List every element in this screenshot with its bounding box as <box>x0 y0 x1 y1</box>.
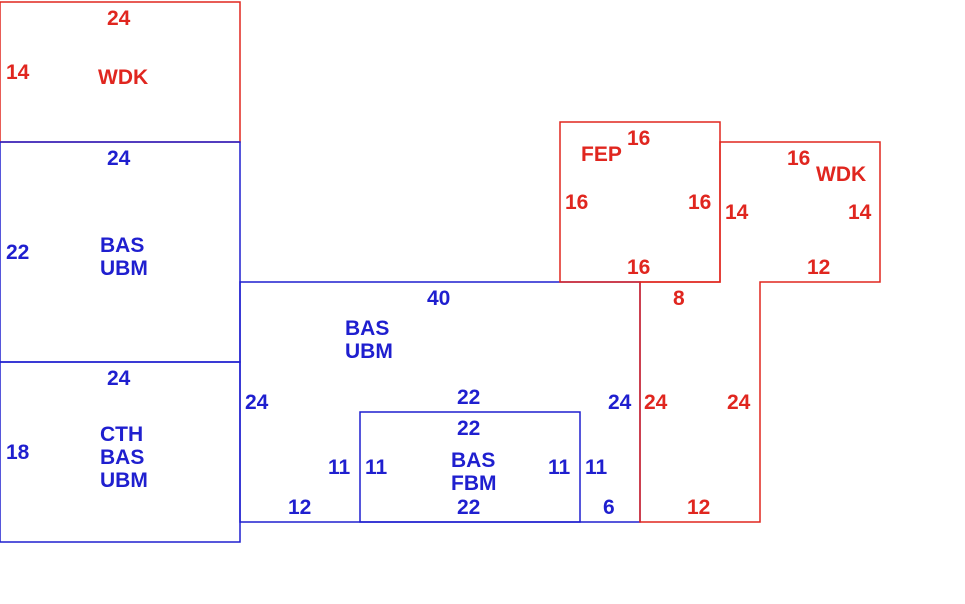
dim-bas-left-top: 24 <box>107 147 131 170</box>
dim-center-top: 40 <box>427 287 450 310</box>
dim-wdk-top-top: 24 <box>107 7 131 30</box>
dim-fbm-right-outer: 11 <box>585 456 608 479</box>
area-label-fep: FEP <box>581 143 622 166</box>
dim-fep-top: 16 <box>627 127 650 150</box>
area-label-bas-ubm-center-2: UBM <box>345 340 393 363</box>
dim-center-right: 24 <box>608 391 632 414</box>
dim-fep-bottom: 16 <box>627 256 650 279</box>
dim-fbm-left-inner: 11 <box>365 456 388 479</box>
bas-fbm-outline <box>359 411 581 523</box>
dim-fep-right: 16 <box>688 191 711 214</box>
dim-fep-left: 16 <box>565 191 588 214</box>
dim-fbm-top-inner: 22 <box>457 417 480 440</box>
dim-center-bottom-left: 12 <box>288 496 311 519</box>
dim-wdk-right-top: 16 <box>787 147 810 170</box>
dim-wdk-top-left: 14 <box>6 61 30 84</box>
area-label-bas-ubm-left-2: UBM <box>100 257 148 280</box>
area-label-bas-fbm-2: FBM <box>451 472 497 495</box>
dim-deck-strip-left: 24 <box>644 391 668 414</box>
dim-center-left: 24 <box>245 391 269 414</box>
dim-wdk-right-right: 14 <box>848 201 872 224</box>
wdk-right-outline <box>639 141 881 523</box>
area-label-cth-2: BAS <box>100 446 144 469</box>
dim-wdk-right-left: 14 <box>725 201 749 224</box>
dim-fbm-left-outer: 11 <box>328 456 351 479</box>
dim-wdk-right-bottom: 12 <box>807 256 830 279</box>
dim-deck-strip-top: 8 <box>673 287 685 310</box>
dim-fbm-right-inner: 11 <box>548 456 571 479</box>
dim-bas-left-left: 22 <box>6 241 29 264</box>
dim-deck-strip-right: 24 <box>727 391 751 414</box>
area-label-bas-ubm-center-1: BAS <box>345 317 389 340</box>
area-label-wdk-right: WDK <box>816 163 866 186</box>
dim-fbm-top-outer: 22 <box>457 386 480 409</box>
dim-fbm-bottom: 22 <box>457 496 480 519</box>
area-label-cth-1: CTH <box>100 423 143 446</box>
dim-cth-left: 18 <box>6 441 30 464</box>
area-label-bas-ubm-left-1: BAS <box>100 234 144 257</box>
dim-center-bottom-right: 6 <box>603 496 615 519</box>
dim-deck-strip-bottom: 12 <box>687 496 710 519</box>
area-label-bas-fbm-1: BAS <box>451 449 495 472</box>
area-label-cth-3: UBM <box>100 469 148 492</box>
area-label-wdk-top: WDK <box>98 66 148 89</box>
dim-cth-top: 24 <box>107 367 131 390</box>
